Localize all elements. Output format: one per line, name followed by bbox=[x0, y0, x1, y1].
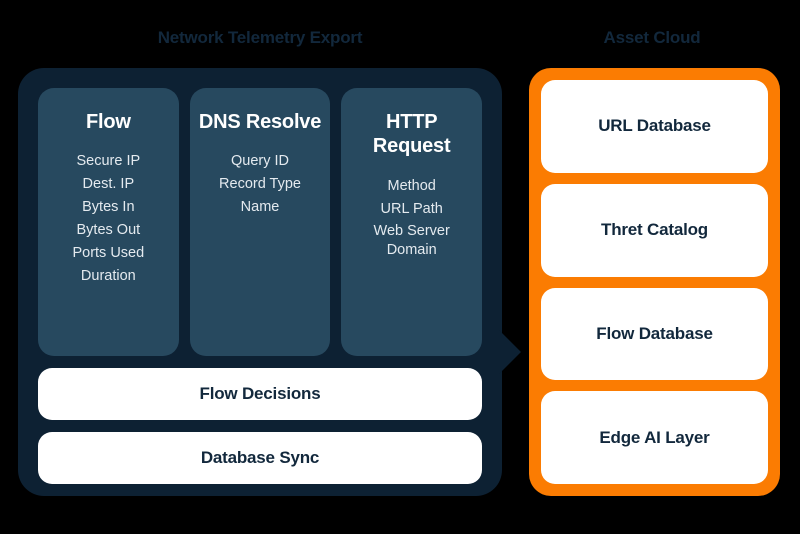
telemetry-column-dns-resolve[interactable]: DNS Resolve Query ID Record Type Name bbox=[189, 88, 331, 356]
asset-cloud-panel: URL Database Thret Catalog Flow Database… bbox=[529, 68, 780, 496]
right-section-title: Asset Cloud bbox=[603, 28, 701, 47]
field-item: Duration bbox=[80, 267, 136, 284]
field-item: Web Server Domain bbox=[373, 223, 450, 259]
column-title: HTTP Request bbox=[372, 111, 451, 158]
bar-database-sync[interactable]: Database Sync bbox=[38, 432, 482, 484]
telemetry-bars: Flow Decisions Database Sync bbox=[38, 368, 482, 484]
cloud-card-thret-catalog[interactable]: Thret Catalog bbox=[541, 183, 768, 277]
field-item: Secure IP bbox=[76, 153, 141, 170]
field-item: URL Path bbox=[380, 200, 443, 217]
telemetry-column-flow[interactable]: Flow Secure IP Dest. IP Bytes In Bytes O… bbox=[38, 88, 179, 356]
field-item: Query ID bbox=[231, 153, 290, 170]
column-fields: Secure IP Dest. IP Bytes In Bytes Out Po… bbox=[72, 152, 144, 285]
telemetry-columns: Flow Secure IP Dest. IP Bytes In Bytes O… bbox=[38, 88, 483, 356]
field-item: Name bbox=[240, 199, 280, 216]
field-item: Bytes In bbox=[82, 199, 135, 216]
field-item: Record Type bbox=[219, 176, 301, 193]
field-item: Method bbox=[387, 177, 436, 194]
flow-arrow-icon bbox=[499, 330, 521, 374]
left-section-title: Network Telemetry Export bbox=[157, 28, 363, 47]
field-item: Dest. IP bbox=[82, 176, 135, 193]
cloud-card-flow-database[interactable]: Flow Database bbox=[541, 287, 768, 381]
bar-flow-decisions[interactable]: Flow Decisions bbox=[38, 368, 482, 420]
field-item: Ports Used bbox=[72, 244, 145, 261]
network-telemetry-panel: Flow Secure IP Dest. IP Bytes In Bytes O… bbox=[18, 68, 521, 496]
column-title: DNS Resolve bbox=[198, 111, 322, 133]
cloud-card-edge-ai-layer[interactable]: Edge AI Layer bbox=[541, 391, 768, 484]
cloud-card-url-database[interactable]: URL Database bbox=[541, 80, 768, 173]
column-fields: Method URL Path Web Server Domain bbox=[374, 177, 450, 260]
telemetry-column-http-request[interactable]: HTTP Request Method URL Path Web Server … bbox=[341, 88, 483, 356]
field-item: Bytes Out bbox=[76, 221, 141, 238]
column-fields: Query ID Record Type Name bbox=[219, 152, 301, 217]
column-title: Flow bbox=[85, 111, 131, 133]
